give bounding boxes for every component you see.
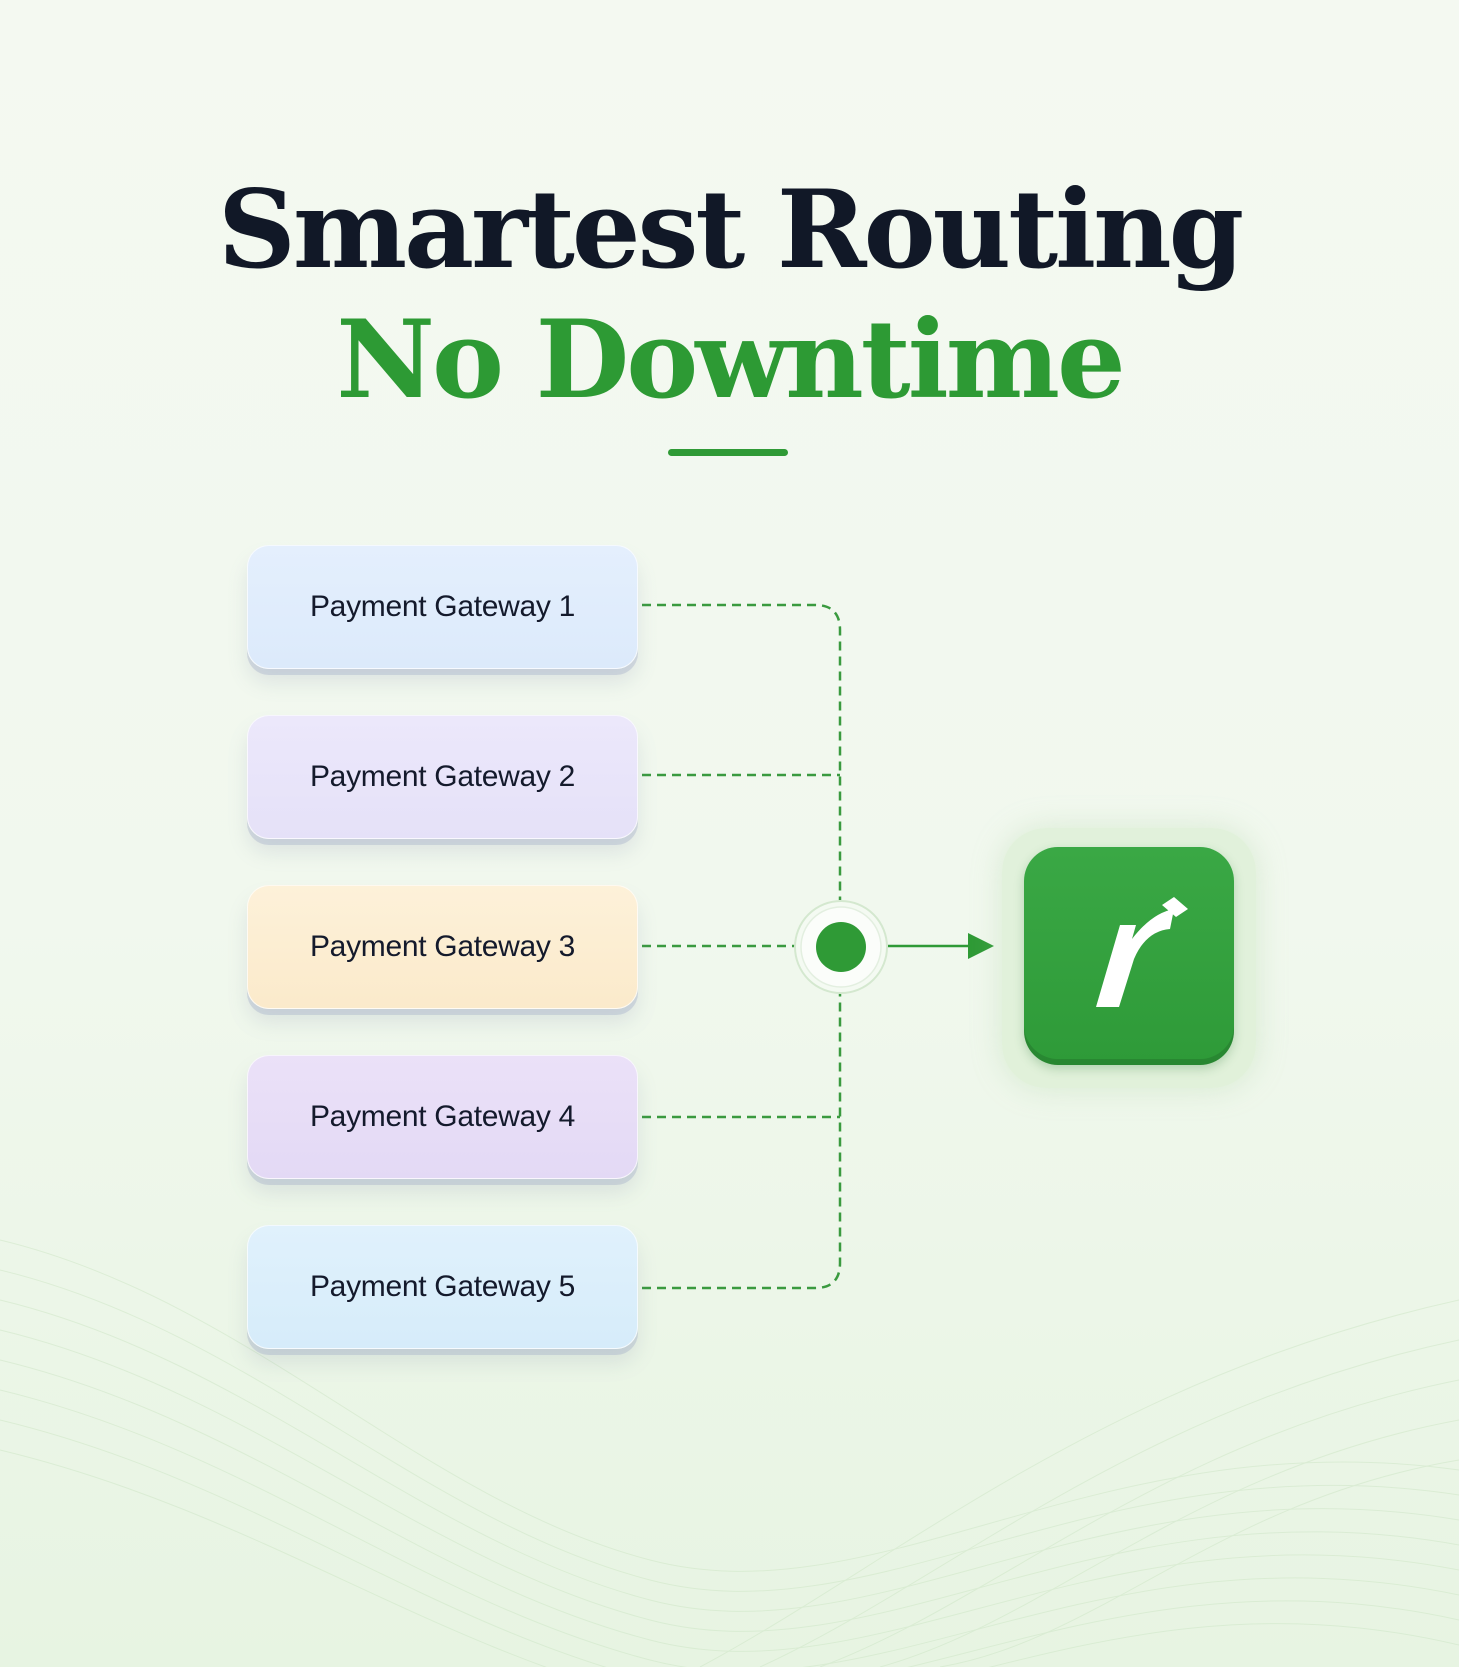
connector-gateway-1 [642,603,842,900]
payment-gateway-2[interactable]: Payment Gateway 2 [247,715,638,839]
payment-gateway-5[interactable]: Payment Gateway 5 [247,1225,638,1349]
router-hub-icon [794,900,888,994]
razorpay-logo-icon[interactable] [1024,847,1234,1065]
payment-gateway-4[interactable]: Payment Gateway 4 [247,1055,638,1179]
gateway-label: Payment Gateway 4 [309,1100,576,1133]
payment-gateway-3[interactable]: Payment Gateway 3 [247,885,638,1009]
gateway-label: Payment Gateway 1 [309,590,576,623]
headline-accent: No Downtime [336,297,1125,423]
headline-primary: Smartest Routing [217,167,1244,293]
gateway-label: Payment Gateway 5 [309,1270,576,1303]
connector-gateway-5 [642,990,842,1290]
gateway-label: Payment Gateway 2 [309,760,576,793]
payment-gateway-1[interactable]: Payment Gateway 1 [247,545,638,669]
title-divider [668,449,788,456]
output-arrow-head-icon [968,933,994,959]
gateway-label: Payment Gateway 3 [309,930,576,963]
